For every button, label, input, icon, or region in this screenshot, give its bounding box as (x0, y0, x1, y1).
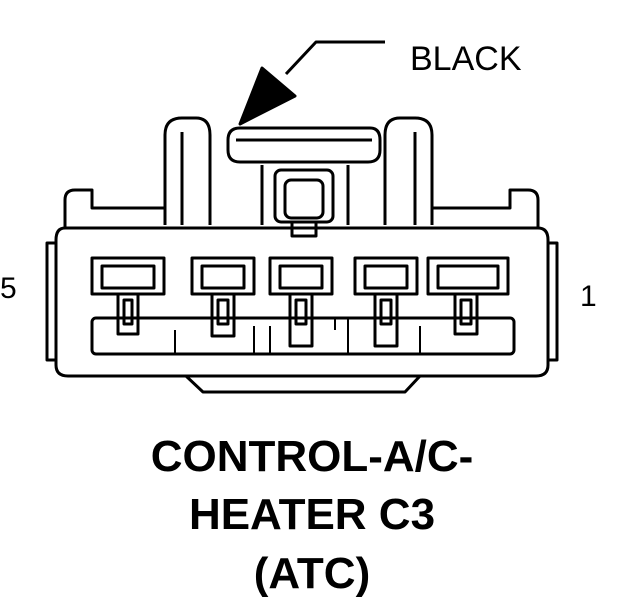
terminal-cavity-4 (190, 256, 256, 338)
pin-number-left: 5 (0, 272, 17, 305)
left-tower (163, 116, 212, 225)
terminal-tray (90, 316, 516, 356)
lock-tab (226, 126, 382, 164)
right-tower (383, 116, 434, 225)
right-shoulder (432, 188, 540, 228)
left-shoulder (63, 188, 165, 228)
connector-title-line-2: HEATER C3 (188, 490, 436, 539)
callout-arrowhead (238, 66, 297, 126)
terminal-cavity-1 (426, 256, 510, 336)
center-latch-inner (283, 178, 325, 220)
left-ear (45, 241, 56, 362)
center-latch (260, 165, 350, 225)
wire-color-label: BLACK (410, 40, 522, 78)
connector-body (54, 226, 550, 378)
bottom-skirt (184, 374, 422, 394)
terminal-cavity-3 (268, 256, 334, 348)
tray-ribs (174, 318, 421, 354)
connector-title-line-3: (ATC) (253, 549, 371, 598)
right-ear (548, 241, 559, 362)
connector-title-line-1: CONTROL-A/C- (150, 432, 474, 481)
pin-number-right: 1 (580, 280, 597, 313)
terminal-cavity-2 (353, 256, 419, 348)
terminal-cavities (90, 256, 510, 348)
terminal-cavity-5 (90, 256, 166, 336)
callout-leader-line (284, 40, 385, 76)
